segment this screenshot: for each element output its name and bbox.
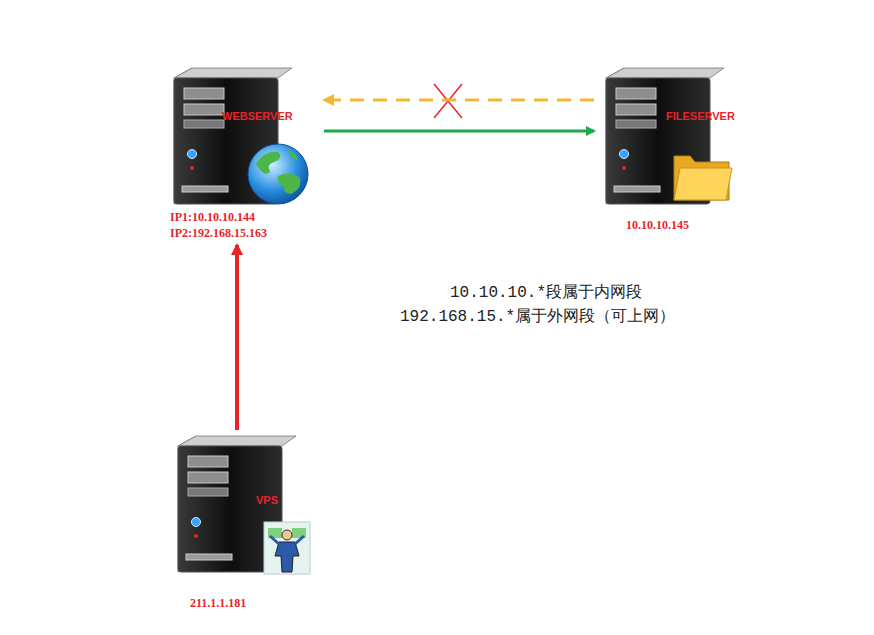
connector-arrow — [324, 99, 594, 102]
ip-address: IP2:192.168.15.163 — [170, 226, 267, 241]
server-icon — [174, 432, 324, 586]
ip-address: IP1:10.10.10.144 — [170, 210, 255, 225]
server-node: FILESERVER 10.10.10.145 — [596, 64, 754, 235]
server-icon — [170, 64, 320, 218]
ip-address: 10.10.10.145 — [626, 218, 689, 233]
server-node: WEBSERVER IP1:10.10.10.144IP2:192.168.15.… — [160, 64, 322, 243]
connector-arrow — [324, 130, 594, 133]
ip-address: 211.1.1.181 — [190, 596, 246, 611]
server-node: VPS 211.1.1.181 — [170, 432, 326, 613]
server-icon — [602, 64, 752, 218]
connector-arrow — [235, 245, 239, 430]
server-name: WEBSERVER — [222, 110, 293, 122]
server-name: FILESERVER — [666, 110, 735, 122]
server-name: VPS — [256, 494, 278, 506]
network-note: 192.168.15.*属于外网段（可上网） — [400, 306, 675, 327]
network-note: 10.10.10.*段属于内网段 — [450, 282, 642, 303]
